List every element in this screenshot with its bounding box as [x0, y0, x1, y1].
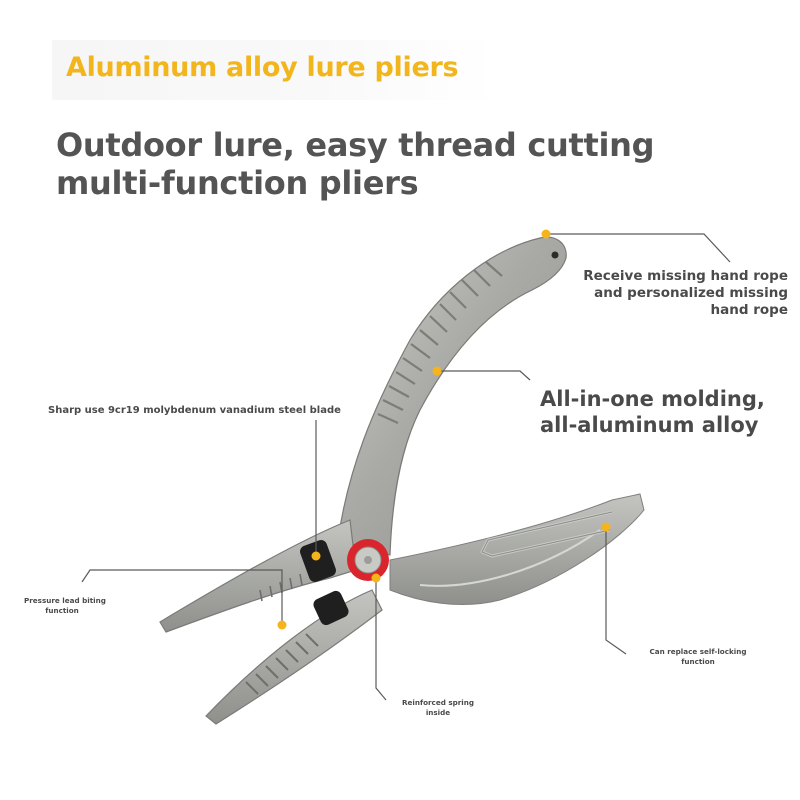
callout-self-locking-line-1: Can replace self-locking: [649, 647, 747, 656]
self-lock-loop: [480, 510, 613, 558]
callout-self-locking-line-2: function: [681, 657, 715, 666]
marker-dots: [277, 229, 611, 630]
dot-hand-rope: [541, 229, 551, 239]
callout-spring: Reinforced spring inside: [400, 698, 476, 718]
leader-molding: [437, 370, 531, 381]
dot-lead-biting: [277, 620, 287, 630]
headline: Outdoor lure, easy thread cutting multi-…: [56, 126, 655, 202]
callout-hand-rope-line-1: Receive missing hand rope: [583, 268, 788, 284]
callout-molding-line-2: all-aluminum alloy: [540, 413, 759, 437]
lower-jaw: [205, 589, 383, 725]
leader-hand-rope: [546, 233, 731, 263]
title-banner: [52, 40, 496, 100]
callout-spring-line-1: Reinforced spring: [401, 698, 475, 707]
callout-hand-rope: Receive missing hand rope and personaliz…: [560, 268, 788, 319]
callout-molding-line-1: All-in-one molding,: [540, 387, 765, 411]
callout-spring-line-2: inside: [425, 708, 451, 717]
pivot-screw: [347, 539, 389, 581]
callout-blade: Sharp use 9cr19 molybdenum vanadium stee…: [48, 405, 341, 416]
upper-handle: [337, 236, 567, 556]
leader-spring: [375, 578, 387, 701]
cutting-blades: [300, 540, 349, 626]
dot-spring: [371, 573, 381, 583]
leader-self-locking: [605, 527, 627, 655]
headline-line-2: multi-function pliers: [56, 164, 419, 202]
callout-hand-rope-line-2: and personalized missing: [594, 285, 788, 301]
dot-molding: [432, 366, 442, 376]
product-title: Aluminum alloy lure pliers: [66, 52, 459, 83]
callout-molding: All-in-one molding, all-aluminum alloy: [540, 386, 765, 438]
callout-lead-biting: Pressure lead biting function: [24, 596, 106, 616]
leader-lines: [81, 233, 731, 701]
callout-self-locking: Can replace self-locking function: [634, 647, 762, 667]
dot-self-locking: [601, 522, 611, 532]
callout-lead-biting-line-1: Pressure lead biting: [24, 596, 106, 605]
callout-hand-rope-line-3: hand rope: [710, 302, 788, 318]
callout-blade-text: Sharp use 9cr19 molybdenum vanadium stee…: [48, 405, 341, 416]
callout-lead-biting-line-2: function: [45, 606, 79, 615]
dot-blade: [311, 551, 321, 561]
headline-line-1: Outdoor lure, easy thread cutting: [56, 126, 655, 164]
leader-lead-biting: [81, 569, 283, 625]
